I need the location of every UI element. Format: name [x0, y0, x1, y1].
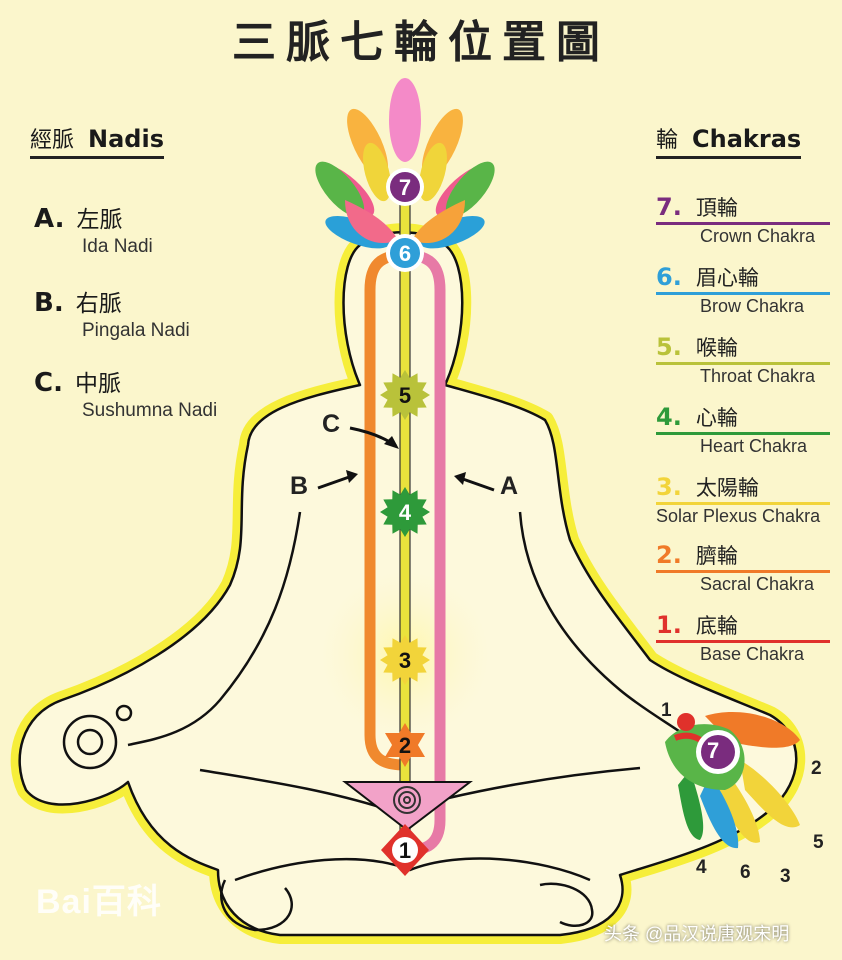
- nadi-letter: A.: [34, 204, 65, 234]
- chakra-name-zh: 喉輪: [695, 336, 738, 360]
- body-chakra-number: 6: [399, 241, 411, 266]
- chakra-number: 3.: [656, 473, 682, 501]
- nadis-heading-zh: 經脈: [30, 128, 75, 153]
- arrow-a: [454, 472, 495, 492]
- hand-number: 3: [780, 866, 791, 887]
- body-chakra-4: 4: [380, 487, 430, 537]
- palm-chakra-number: 7: [707, 738, 720, 763]
- chakra-name-zh: 眉心輪: [695, 266, 759, 290]
- nadi-item-pingala: B. 右脈 Pingala Nadi: [34, 284, 190, 342]
- chakra-number: 7.: [656, 193, 682, 221]
- body-chakra-number: 5: [399, 383, 411, 408]
- hand-number: 2: [811, 758, 822, 779]
- nadi-item-sushumna: C. 中脈 Sushumna Nadi: [34, 364, 217, 422]
- chakra-legend-item: 3. 太陽輪 Solar Plexus Chakra: [656, 472, 830, 527]
- chakra-legend-item: 5. 喉輪 Throat Chakra: [656, 332, 830, 387]
- chakra-legend-item: 1. 底輪 Base Chakra: [656, 610, 830, 665]
- nadi-en: Ida Nadi: [82, 236, 153, 257]
- body-chakra-number: 3: [399, 648, 411, 673]
- body-chakra-7: 7: [386, 168, 424, 206]
- chakra-name-en: Base Chakra: [700, 644, 805, 664]
- brow-petal-right: [412, 200, 465, 244]
- body-chakra-6: 6: [386, 234, 424, 272]
- left-fingertip-circle: [115, 704, 133, 722]
- hand-number: 4: [696, 857, 707, 878]
- body-chakra-number: 4: [399, 500, 412, 525]
- chakras-heading-zh: 輪: [656, 128, 679, 153]
- page-title: 三脈七輪位置圖: [232, 17, 610, 68]
- chakra-number: 6.: [656, 263, 682, 291]
- left-palm-circle-inner: [76, 728, 104, 756]
- nadi-zh: 左脈: [76, 207, 123, 233]
- chakra-name-en: Crown Chakra: [700, 226, 816, 246]
- chakra-name-en: Throat Chakra: [700, 366, 816, 386]
- chakra-color-line: [656, 362, 830, 365]
- chakra-color-line: [656, 502, 830, 505]
- body-chakra-number: 1: [399, 838, 411, 863]
- chakras-heading: 輪 Chakras: [656, 122, 802, 159]
- chakra-name-zh: 底輪: [695, 614, 738, 638]
- chakra-name-en: Sacral Chakra: [700, 574, 815, 594]
- watermark-right: 头条 @品汉说唐观宋明: [604, 924, 790, 944]
- chakra-color-line: [656, 570, 830, 573]
- left-arm-line: [127, 511, 302, 747]
- chakra-color-line: [656, 222, 830, 225]
- base-triangle: [342, 781, 473, 832]
- arrow-b: [317, 470, 358, 490]
- chakra-color-line: [656, 432, 830, 435]
- chakra-name-zh: 心輪: [695, 406, 738, 430]
- nadis-heading: 經脈 Nadis: [30, 122, 164, 159]
- nadi-letter: C.: [34, 368, 63, 398]
- chakra-color-line: [656, 640, 830, 643]
- chakra-name-zh: 太陽輪: [695, 476, 759, 500]
- hand-base-dot: [677, 713, 695, 731]
- chakra-name-en: Brow Chakra: [700, 296, 805, 316]
- chakra-number: 5.: [656, 333, 682, 361]
- body-chakra-number: 7: [399, 175, 411, 200]
- chakra-legend-item: 6. 眉心輪 Brow Chakra: [656, 262, 830, 317]
- chakra-legend-item: 7. 頂輪 Crown Chakra: [656, 192, 830, 247]
- chakra-name-zh: 頂輪: [695, 196, 738, 220]
- nadi-en: Pingala Nadi: [82, 320, 190, 341]
- spiral-icon: [393, 786, 421, 814]
- chakra-legend-item: 4. 心輪 Heart Chakra: [656, 402, 830, 457]
- body-chakra-5: 5: [380, 370, 430, 420]
- channel-label-b: B: [290, 472, 309, 500]
- nadi-zh: 右脈: [75, 291, 122, 317]
- chakra-name-en: Solar Plexus Chakra: [656, 506, 821, 526]
- arrow-c: [349, 426, 399, 449]
- chakra-number: 4.: [656, 403, 682, 431]
- body-chakra-3: 3: [380, 635, 430, 685]
- body-chakra-2: 2: [385, 723, 425, 767]
- brow-petal-left: [345, 200, 398, 244]
- hand-number: 6: [740, 862, 751, 883]
- body-chakra-1: 1: [381, 824, 429, 876]
- nadi-letter: B.: [34, 288, 64, 318]
- channel-label-c: C: [322, 410, 341, 438]
- chakra-number: 2.: [656, 541, 682, 569]
- chakra-name-zh: 臍輪: [695, 544, 738, 568]
- channel-label-a: A: [500, 472, 519, 500]
- watermark-left: Bai百科: [36, 883, 162, 921]
- chakra-number: 1.: [656, 611, 682, 639]
- body-chakra-number: 2: [399, 733, 411, 758]
- chakra-legend-item: 2. 臍輪 Sacral Chakra: [656, 540, 830, 595]
- nadi-en: Sushumna Nadi: [82, 400, 218, 421]
- left-palm-circle-outer: [62, 714, 118, 770]
- chakra-color-line: [656, 292, 830, 295]
- nadi-zh: 中脈: [74, 371, 121, 397]
- hand-number: 5: [813, 832, 824, 853]
- nadi-item-ida: A. 左脈 Ida Nadi: [34, 200, 153, 258]
- right-foot: [539, 882, 594, 927]
- nadis-heading-en: Nadis: [88, 125, 164, 153]
- left-foot: [220, 879, 293, 932]
- chakras-heading-en: Chakras: [692, 125, 802, 153]
- palm-crown-badge: [696, 730, 740, 774]
- chakra-name-en: Heart Chakra: [700, 436, 808, 456]
- hand-number: 1: [661, 700, 672, 721]
- body-chakra-markers: 7 6 5 4 3 2 1: [380, 168, 430, 876]
